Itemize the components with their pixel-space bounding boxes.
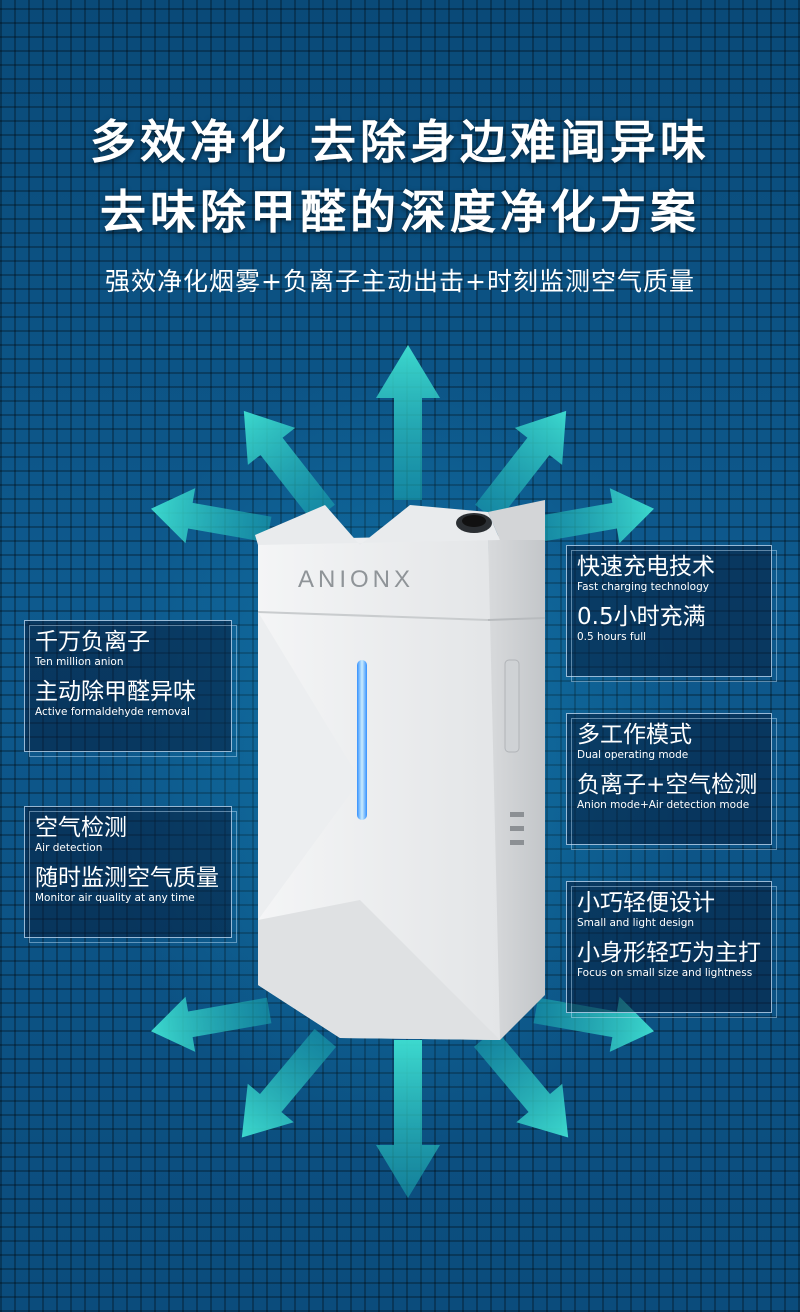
feature-subtitle: 0.5 hours full — [577, 631, 647, 643]
arrow-upper-right-icon — [475, 410, 567, 522]
feature-card-anion: 千万负离子 Ten million anion 主动除甲醛异味 Active f… — [24, 620, 237, 757]
arrow-right-upper-icon — [533, 488, 655, 544]
feature-title: 0.5小时充满 — [577, 604, 706, 630]
feature-title: 主动除甲醛异味 — [35, 679, 196, 705]
feature-subtitle: Fast charging technology — [577, 581, 709, 593]
feature-title: 千万负离子 — [35, 629, 150, 655]
feature-subtitle: Air detection — [35, 842, 103, 854]
feature-title: 小巧轻便设计 — [577, 890, 715, 916]
arrow-lower-left-icon — [241, 1028, 337, 1138]
arrow-down-icon — [376, 1040, 440, 1198]
feature-card-dual-mode: 多工作模式 Dual operating mode 负离子+空气检测 Anion… — [566, 713, 777, 850]
arrow-left-lower-icon — [150, 996, 272, 1052]
feature-title: 快速充电技术 — [577, 554, 715, 580]
arrow-up-icon — [376, 345, 440, 500]
feature-subtitle: Focus on small size and lightness — [577, 967, 753, 979]
feature-subtitle: Dual operating mode — [577, 749, 689, 761]
feature-subtitle: Monitor air quality at any time — [35, 892, 195, 904]
feature-card-compact-design: 小巧轻便设计 Small and light design 小身形轻巧为主打 F… — [566, 881, 777, 1018]
brand-logo: ANIONX — [298, 566, 415, 593]
feature-subtitle: Ten million anion — [35, 656, 124, 668]
feature-title: 随时监测空气质量 — [35, 865, 219, 891]
feature-subtitle: Anion mode+Air detection mode — [577, 799, 750, 811]
feature-card-fast-charging: 快速充电技术 Fast charging technology 0.5小时充满 … — [566, 545, 777, 682]
feature-card-air-detection: 空气检测 Air detection 随时监测空气质量 Monitor air … — [24, 806, 237, 943]
headline-line-2: 去味除甲醛的深度净化方案 — [100, 185, 700, 239]
feature-subtitle: Small and light design — [577, 917, 695, 929]
feature-title: 小身形轻巧为主打 — [577, 940, 761, 966]
headline-line-1: 多效净化 去除身边难闻异味 — [89, 115, 710, 169]
feature-title: 多工作模式 — [577, 722, 692, 748]
feature-subtitle: Active formaldehyde removal — [35, 706, 190, 718]
arrow-lower-right-icon — [473, 1028, 569, 1138]
arrow-left-upper-icon — [150, 488, 272, 544]
arrow-upper-left-icon — [243, 410, 335, 522]
feature-title: 空气检测 — [35, 815, 127, 841]
subtitle: 强效净化烟雾+负离子主动出击+时刻监测空气质量 — [105, 267, 695, 296]
feature-title: 负离子+空气检测 — [577, 772, 758, 798]
